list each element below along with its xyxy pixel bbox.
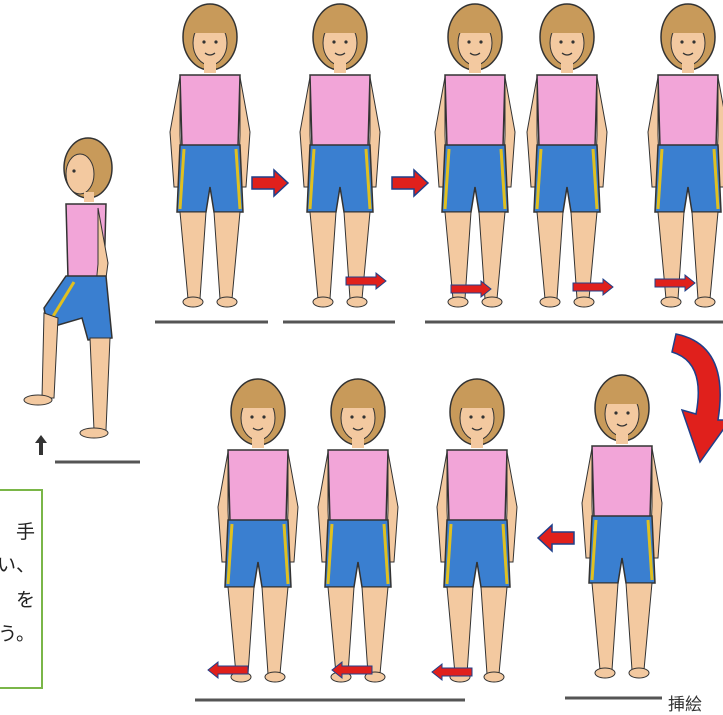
figure-bottom-3 <box>437 379 517 682</box>
figure-top-4 <box>527 4 607 307</box>
caption-box: 手 い、 を う。 <box>0 489 43 689</box>
left-arrow-icon <box>538 525 574 551</box>
up-arrow-icon <box>35 435 47 455</box>
figure-top-1 <box>170 4 250 307</box>
right-arrow-icon <box>252 170 288 196</box>
caption-line-4: う。 <box>0 623 35 645</box>
figure-top-5 <box>648 4 723 307</box>
figure-side-knee-raise <box>24 138 112 438</box>
figure-bottom-2 <box>318 379 398 682</box>
figure-top-3 <box>435 4 515 307</box>
figure-bottom-1 <box>218 379 298 682</box>
caption-line-1: 手 <box>16 521 35 543</box>
curved-turn-arrow-icon <box>672 334 723 462</box>
illustration-credit: 挿絵 <box>668 690 702 715</box>
caption-line-3: を <box>16 589 35 611</box>
figure-top-2 <box>300 4 380 307</box>
caption-line-2: い、 <box>0 554 35 576</box>
right-arrow-icon <box>392 170 428 196</box>
figure-bottom-4 <box>582 375 662 678</box>
